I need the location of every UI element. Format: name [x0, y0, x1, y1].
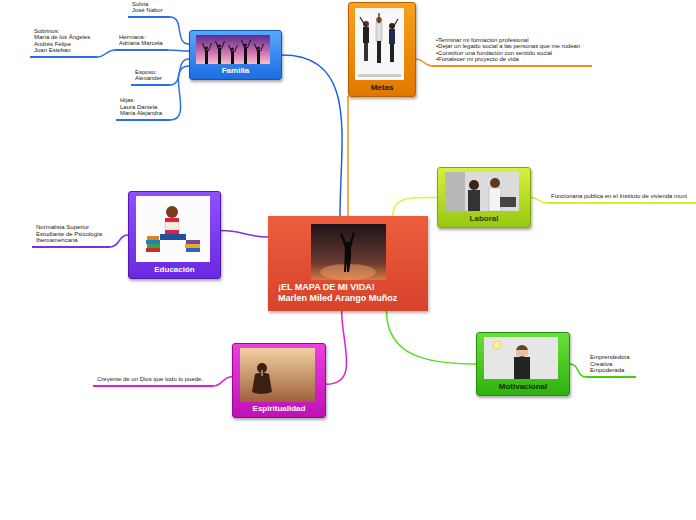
branch-connector	[213, 377, 232, 386]
leaf-note: SulviaJosé Nabor	[128, 1, 170, 18]
leaf-note: •Terminar mi formación profesional•Dejar…	[432, 37, 592, 67]
leaf-text: Estudiante de Psicología	[36, 231, 107, 238]
topic-box: Familia	[189, 30, 282, 80]
branch-connector	[531, 198, 547, 204]
leaf-text: Empoderada	[590, 367, 633, 374]
leaf-text: Creyente de un Dios que todo lo puede.	[97, 376, 210, 383]
topic-box: Motivacional	[476, 332, 570, 396]
leaf-note: Hijas:Laura DanielaMaría Alejandra	[116, 97, 170, 121]
branch-connector	[170, 59, 189, 85]
leaf-text: Iberoamericana	[36, 237, 107, 244]
branch-connector	[170, 66, 189, 120]
leaf-text: •Fortalecer mi proyecto de vida	[436, 56, 589, 63]
leaf-note: Normalista SuperiorEstudiante de Psicolo…	[32, 224, 110, 248]
topic-box: Laboral	[437, 167, 531, 228]
leaf-text: José Nabor	[132, 7, 167, 14]
topic-box: Metas	[348, 2, 416, 97]
leaf-note: Creyente de un Dios que todo lo puede.	[93, 376, 213, 387]
leaf-text: Sobrinos:	[34, 28, 94, 35]
leaf-text: Creativa	[590, 361, 633, 368]
leaf-text: Laura Daniela	[120, 104, 167, 111]
leaf-text: Emprendedora	[590, 354, 633, 361]
leaf-text: Hermana:	[119, 34, 165, 41]
branch-connector	[168, 50, 189, 51]
leaf-text: Normalista Superior	[36, 224, 107, 231]
leaf-text: •Terminar mi formación profesional	[436, 37, 589, 44]
leaf-text: María Alejandra	[120, 110, 167, 117]
leaf-note: Esposo:Alexander	[131, 69, 170, 86]
topic-box: Educación	[128, 191, 221, 279]
work-picture	[445, 172, 519, 211]
branch-connector	[416, 59, 432, 66]
center-picture	[311, 224, 386, 280]
leaf-text: Esposo:	[135, 69, 167, 76]
leaf-text: Funcionaria publica en el Instituto de v…	[551, 193, 693, 200]
topic-box: Espiritualidad	[232, 343, 326, 418]
leaf-text: Juan Esteban	[34, 47, 94, 54]
leaf-text: •Constituir una fundación con sentido so…	[436, 50, 589, 57]
topic-label: Familia	[190, 66, 281, 76]
leaf-text: María de los Ángeles	[34, 34, 94, 41]
topic-label: Espiritualidad	[233, 404, 325, 414]
topic-label: Motivacional	[477, 382, 569, 392]
topic-label: Laboral	[438, 214, 530, 224]
leaf-text: •Dejar un legado social a las personas q…	[436, 43, 589, 50]
education-picture	[136, 196, 210, 262]
topic-label: Educación	[129, 265, 220, 275]
branch-connector	[282, 55, 342, 216]
goals-picture	[355, 8, 404, 80]
leaf-text: Andrés Felipe	[34, 41, 94, 48]
motivation-picture	[484, 337, 558, 379]
leaf-text: Hijas:	[120, 97, 167, 104]
leaf-text: Alexander	[135, 75, 167, 82]
branch-connector	[326, 310, 347, 384]
branch-connector	[97, 50, 115, 57]
leaf-note: EmprendedoraCreativaEmpoderada	[586, 354, 636, 378]
map-title: Marlen Miled Arango Muñoz	[278, 293, 424, 304]
leaf-text: Adriana Marcela	[119, 40, 165, 47]
branch-connector	[386, 310, 476, 364]
branch-connector	[110, 235, 128, 247]
branch-connector	[393, 197, 437, 216]
branch-connector	[347, 96, 349, 216]
branch-connector	[221, 231, 268, 237]
central-topic: ¡EL MAPA DE MI VIDA!Marlen Miled Arango …	[268, 216, 428, 311]
topic-label: Metas	[349, 83, 415, 93]
leaf-note: Hermana:Adriana Marcela	[115, 34, 168, 51]
leaf-note: Funcionaria publica en el Instituto de v…	[547, 193, 696, 204]
branch-connector	[170, 17, 189, 44]
spirituality-picture	[240, 348, 315, 402]
branch-connector	[570, 364, 586, 377]
map-title: ¡EL MAPA DE MI VIDA!	[278, 282, 424, 293]
leaf-text: Sulvia	[132, 1, 167, 8]
leaf-note: Sobrinos:María de los ÁngelesAndrés Feli…	[30, 28, 97, 58]
family-picture	[196, 35, 270, 64]
